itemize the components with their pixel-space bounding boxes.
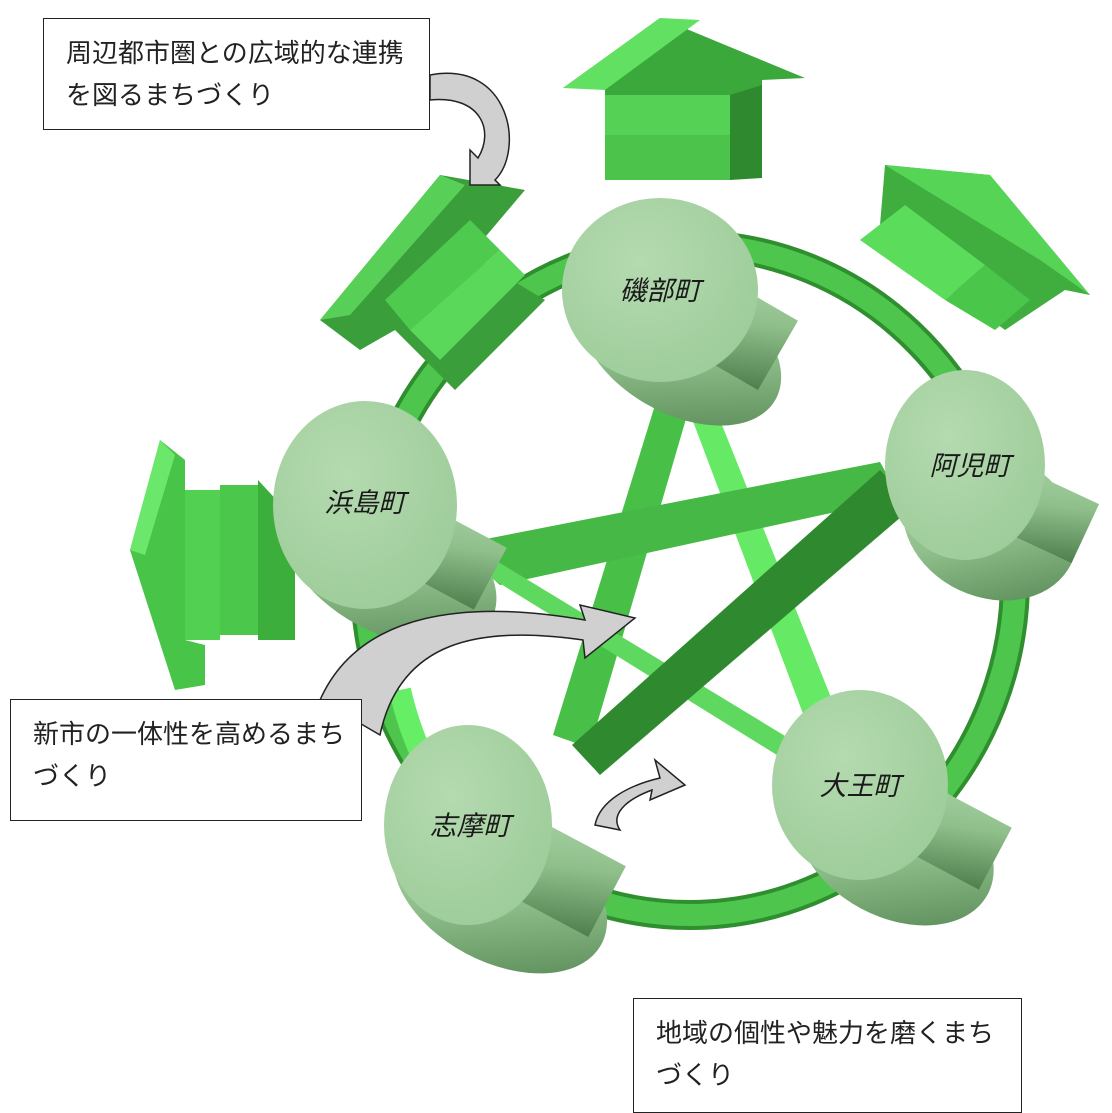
- outward-arrow-icon: [130, 440, 295, 690]
- callout-regional: 周辺都市圏との広域的な連携を図るまちづくり: [43, 18, 430, 130]
- town-label-daio: 大王町: [820, 771, 905, 802]
- town-label-ago: 阿児町: [930, 451, 1015, 482]
- link-hamajima-daio: [475, 560, 800, 760]
- link-hamajima-ago: [455, 462, 900, 585]
- curved-callout-arrow-icon: [594, 757, 687, 832]
- outward-arrow-icon: [563, 18, 805, 180]
- town-node-isobe: 磯部町: [562, 198, 798, 426]
- town-label-hamajima: 浜島町: [325, 488, 410, 519]
- town-node-daio: 大王町: [772, 690, 1012, 926]
- link-ago-shima: [572, 470, 915, 775]
- link-isobe-shima: [553, 405, 688, 748]
- curved-callout-arrow-icon: [319, 603, 637, 737]
- callout-local-text: 地域の個性や魅力を磨くまちづくり: [656, 1019, 995, 1091]
- outward-arrow-icon: [860, 165, 1090, 330]
- callout-regional-text: 周辺都市圏との広域的な連携を図るまちづくり: [66, 39, 404, 111]
- town-label-isobe: 磯部町: [620, 276, 705, 307]
- callout-unity: 新市の一体性を高めるまちづくり: [10, 699, 362, 821]
- link-isobe-daio: [685, 395, 838, 727]
- star-connections: [455, 395, 915, 775]
- callout-unity-text: 新市の一体性を高めるまちづくり: [33, 720, 346, 792]
- callout-local: 地域の個性や魅力を磨くまちづくり: [633, 998, 1022, 1113]
- town-node-shima: 志摩町: [384, 725, 626, 974]
- town-node-hamajima: 浜島町: [273, 401, 507, 646]
- curved-callout-arrow-icon: [429, 72, 511, 186]
- town-node-ago: 阿児町: [885, 370, 1100, 601]
- town-label-shima: 志摩町: [430, 811, 515, 842]
- outward-arrow-icon: [320, 175, 545, 390]
